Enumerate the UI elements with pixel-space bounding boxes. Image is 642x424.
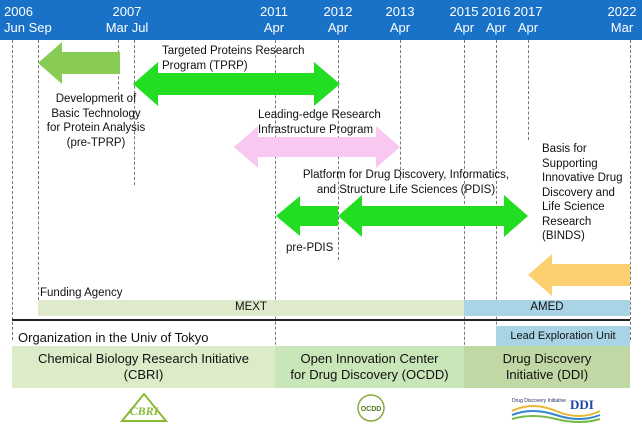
year-label: 2011 bbox=[260, 4, 288, 19]
year-2022: 2022 Mar bbox=[604, 4, 640, 36]
gridline-2017-apr bbox=[528, 40, 529, 140]
month-label: Apr bbox=[453, 20, 475, 35]
ddi-label: Drug Discovery Initiative (DDI) bbox=[502, 351, 592, 382]
year-2016: 2016 Apr bbox=[478, 4, 514, 36]
year-2017: 2017 Apr bbox=[510, 4, 546, 36]
pdis-arrow bbox=[338, 195, 528, 237]
pre-pdis-label: pre-PDIS bbox=[286, 242, 334, 254]
binds-arrow bbox=[528, 254, 630, 296]
gridline-2022-mar bbox=[630, 40, 631, 340]
month-label: Apr bbox=[485, 20, 507, 35]
binds-label: Basis for Supporting Innovative Drug Dis… bbox=[542, 143, 623, 242]
month-label: Mar bbox=[610, 20, 634, 35]
year-label: 2015 bbox=[449, 4, 479, 19]
cbri-logo-text: CBRI bbox=[130, 404, 160, 418]
year-label: 2017 bbox=[513, 4, 543, 19]
mext-band: MEXT bbox=[38, 300, 464, 316]
year-label: 2013 bbox=[385, 4, 415, 19]
mext-label: MEXT bbox=[235, 301, 267, 313]
month-label: Mar Jul bbox=[105, 20, 149, 35]
pdis-label: Platform for Drug Discovery, Informatics… bbox=[302, 169, 510, 196]
gridline-2011-apr bbox=[275, 40, 276, 385]
month-label: Jun Sep bbox=[4, 20, 52, 35]
year-label: 2012 bbox=[323, 4, 353, 19]
cbri-box: Chemical Biology Research Initiative (CB… bbox=[12, 346, 275, 388]
amed-label: AMED bbox=[530, 301, 564, 313]
amed-band: AMED bbox=[464, 300, 630, 316]
year-2006: 2006 Jun Sep bbox=[4, 4, 52, 36]
month-label: Apr bbox=[263, 20, 285, 35]
pre-tprp-arrow bbox=[38, 42, 120, 84]
section-divider bbox=[12, 319, 630, 321]
lead-exploration-unit: Lead Exploration Unit bbox=[496, 326, 630, 346]
year-2007: 2007 Mar Jul bbox=[100, 4, 154, 36]
month-label: Apr bbox=[327, 20, 349, 35]
year-label: 2022 bbox=[607, 4, 637, 19]
ddi-logo-small-text: Drug Discovery Initiative bbox=[512, 398, 566, 404]
year-2012: 2012 Apr bbox=[320, 4, 356, 36]
tprp-arrow bbox=[133, 62, 340, 106]
year-2011: 2011 Apr bbox=[256, 4, 292, 36]
gridline-2013-apr bbox=[400, 40, 401, 180]
ocdd-label: Open Innovation Center for Drug Discover… bbox=[290, 351, 449, 382]
ocdd-logo-text: OCDD bbox=[361, 406, 382, 413]
tprp-label: Targeted Proteins Research Program (TPRP… bbox=[162, 45, 305, 72]
year-label: 2006 bbox=[4, 4, 33, 19]
month-label: Apr bbox=[517, 20, 539, 35]
pre-pdis-arrow bbox=[276, 196, 338, 236]
year-label: 2016 bbox=[481, 4, 511, 19]
gridline-2006-sep bbox=[38, 40, 39, 300]
leading-edge-arrow bbox=[234, 126, 400, 168]
lead-exploration-unit-label: Lead Exploration Unit bbox=[510, 330, 616, 342]
ocdd-logo: OCDD bbox=[357, 394, 385, 422]
ddi-logo: Drug Discovery Initiative DDI bbox=[511, 397, 601, 423]
pre-tprp-label: Development of Basic Technology for Prot… bbox=[46, 93, 146, 149]
leading-edge-label: Leading-edge Research Infrastructure Pro… bbox=[258, 109, 381, 136]
organization-label: Organization in the Univ of Tokyo bbox=[18, 330, 209, 345]
ddi-box: Drug Discovery Initiative (DDI) bbox=[464, 346, 630, 388]
year-label: 2007 bbox=[112, 4, 142, 19]
month-label: Apr bbox=[389, 20, 411, 35]
year-header: 2006 Jun Sep 2007 Mar Jul 2011 Apr 2012 … bbox=[0, 0, 642, 40]
year-2015: 2015 Apr bbox=[446, 4, 482, 36]
gridline-2006-jun bbox=[12, 40, 13, 340]
cbri-logo: CBRI bbox=[120, 393, 168, 422]
year-2013: 2013 Apr bbox=[382, 4, 418, 36]
cbri-label: Chemical Biology Research Initiative (CB… bbox=[38, 351, 249, 382]
ddi-logo-text: DDI bbox=[570, 397, 594, 412]
ocdd-box: Open Innovation Center for Drug Discover… bbox=[275, 346, 464, 388]
gridline-2007-jul bbox=[134, 40, 135, 185]
funding-agency-label: Funding Agency bbox=[40, 287, 123, 299]
